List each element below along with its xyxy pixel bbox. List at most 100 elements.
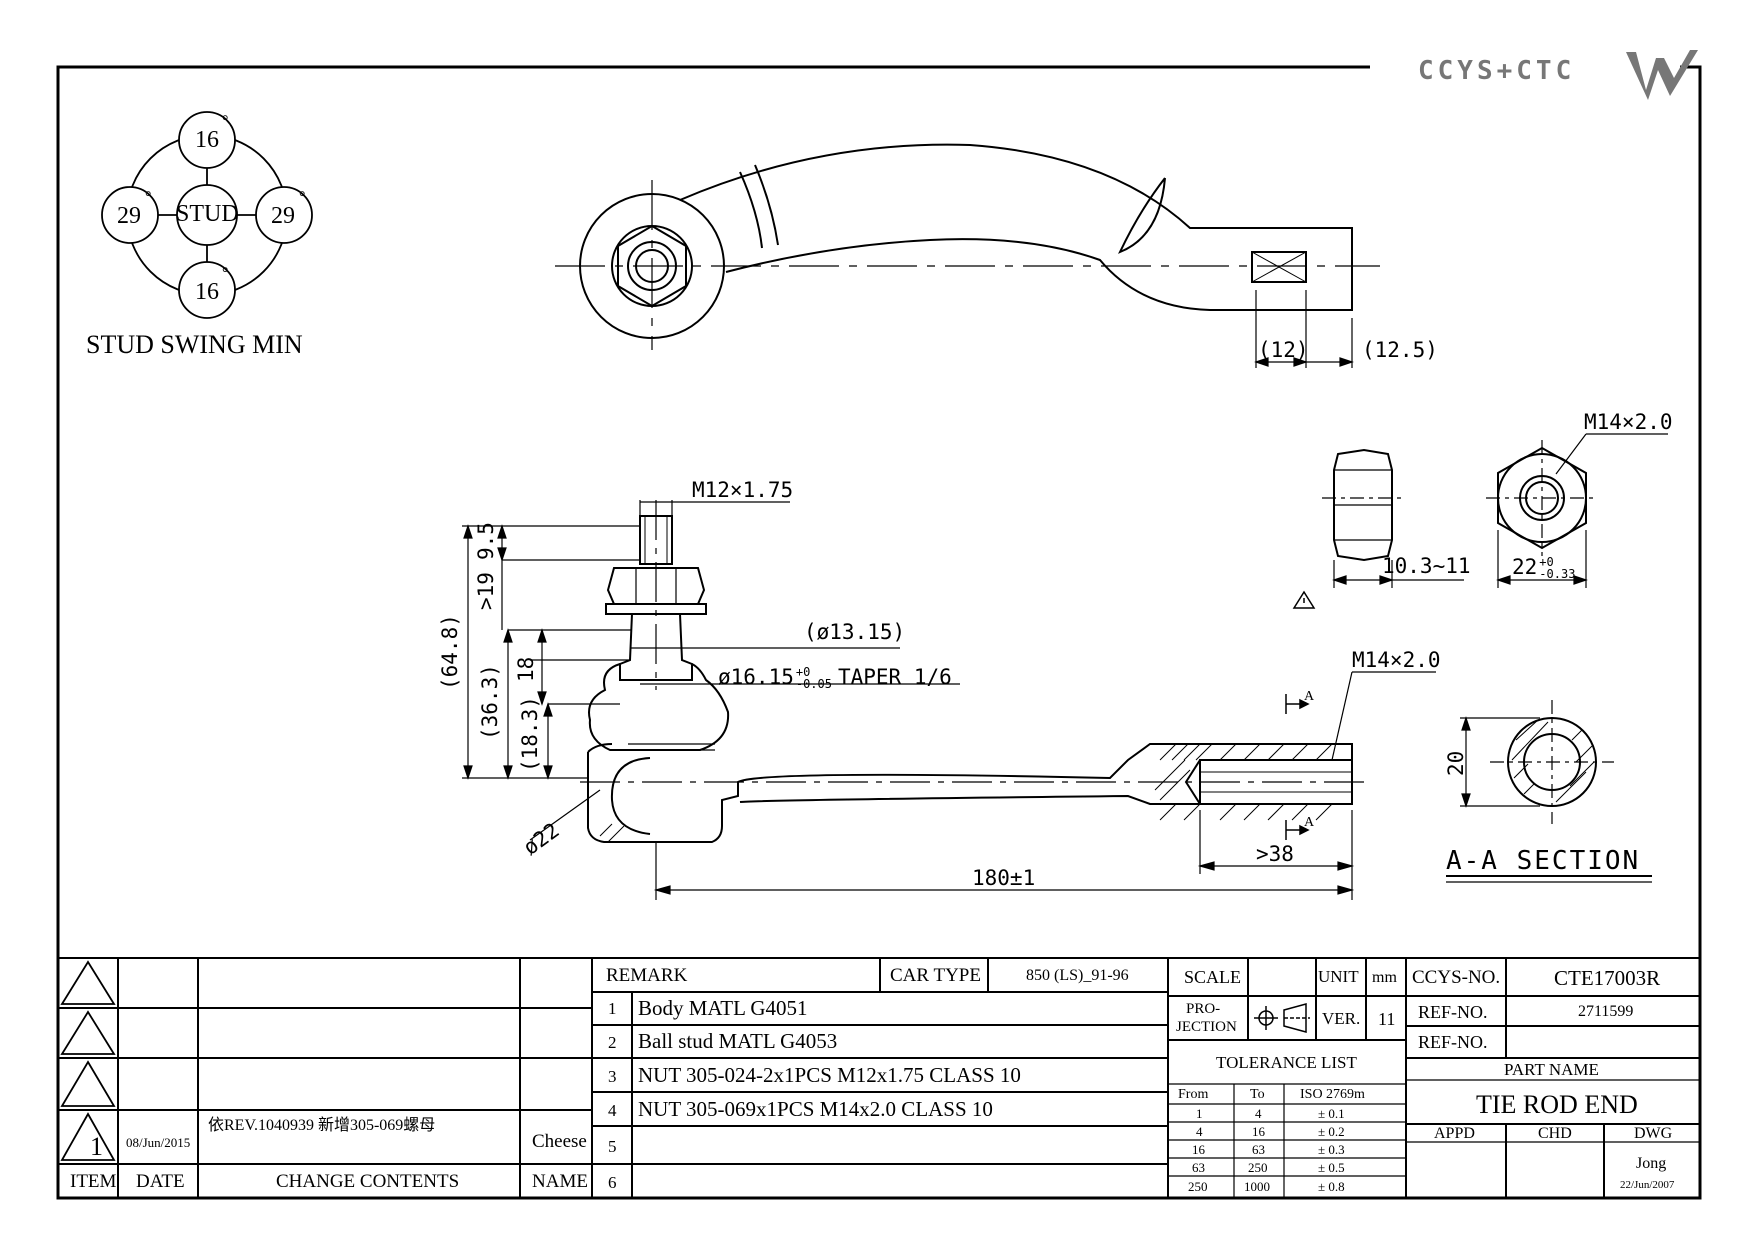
swing-bottom-degree: ° — [222, 265, 229, 282]
top-view — [579, 143, 1353, 339]
dim-taper-value: ø16.15 — [718, 665, 794, 689]
tol-from-4: 63 — [1192, 1160, 1205, 1175]
remark-no-2: 2 — [608, 1033, 617, 1052]
ccys-no-label: CCYS-NO. — [1412, 967, 1501, 988]
dim-slot-width: (12) — [1258, 338, 1309, 362]
dim-stud-9-5: 9.5 — [474, 522, 498, 560]
remark-no-1: 1 — [608, 999, 617, 1018]
side-view — [587, 515, 1353, 843]
dim-stud-thread: M12×1.75 — [692, 478, 794, 502]
tol-from-1: 1 — [1196, 1106, 1203, 1121]
appd-label: APPD — [1434, 1125, 1475, 1142]
unit-label: UNIT — [1318, 967, 1359, 986]
projection-label-1: PRO- — [1186, 1001, 1221, 1017]
swing-top-value: 16 — [195, 127, 219, 153]
tolerance-title: TOLERANCE LIST — [1216, 1053, 1357, 1072]
rev-header-item: ITEM — [70, 1171, 117, 1192]
sheet-border — [56, 65, 1702, 1200]
tol-header-iso: ISO 2769m — [1300, 1087, 1365, 1102]
chd-label: CHD — [1538, 1125, 1572, 1142]
remark-header: REMARK — [606, 965, 688, 986]
car-type-value: 850 (LS)_91-96 — [1026, 967, 1129, 984]
dim-stud-19: >19 — [474, 572, 498, 610]
dim-taper-tol-lower: -0.05 — [795, 677, 832, 691]
rev-name-1: Cheese — [532, 1131, 587, 1152]
swing-bottom-value: 16 — [195, 279, 219, 305]
dim-thread-end: M14×2.0 — [1352, 648, 1441, 672]
remark-text-1: Body MATL G4051 — [638, 996, 808, 1020]
revision-triangle-icons — [60, 960, 116, 1161]
dim-nut-width-value: 22 — [1512, 555, 1538, 579]
dim-taper-tol-upper: +0 — [795, 665, 811, 679]
remark-no-5: 5 — [608, 1137, 617, 1156]
dwg-date: 22/Jun/2007 — [1620, 1179, 1675, 1191]
stud-swing-diagram — [101, 111, 313, 319]
ref-no-label-1: REF-NO. — [1418, 1002, 1488, 1022]
swing-center-label: STUD — [176, 201, 239, 227]
dim-height-18-3: (18.3) — [518, 696, 542, 772]
ver-value: 11 — [1378, 1009, 1396, 1029]
side-view-hatching — [599, 743, 1333, 843]
swing-right-degree: ° — [299, 189, 306, 206]
part-name-label: PART NAME — [1504, 1060, 1599, 1079]
remark-no-4: 4 — [608, 1101, 617, 1120]
remark-text-3: NUT 305-024-2x1PCS M12x1.75 CLASS 10 — [638, 1063, 1021, 1087]
projection-symbol-icon — [1254, 1003, 1310, 1033]
remark-no-3: 3 — [608, 1067, 617, 1086]
swing-left-degree: ° — [145, 189, 152, 206]
title-block-grid — [58, 957, 1700, 1198]
projection-label-2: JECTION — [1176, 1019, 1237, 1035]
section-mark-bottom: A — [1304, 815, 1315, 830]
section-title: A-A SECTION — [1446, 846, 1641, 876]
slot-dimension-lines — [1254, 290, 1354, 368]
brand-logo-icon — [1626, 50, 1698, 100]
scale-label: SCALE — [1184, 967, 1242, 987]
remark-text-4: NUT 305-069x1PCS M14x2.0 CLASS 10 — [638, 1097, 993, 1121]
section-mark-top: A — [1304, 689, 1315, 704]
tol-to-3: 63 — [1252, 1142, 1265, 1157]
dim-stud-dia: (ø13.15) — [804, 620, 906, 644]
swing-top-degree: ° — [222, 113, 229, 130]
dim-taper-dia: ø16.15+0-0.05 TAPER 1/6 — [718, 666, 952, 690]
ref-no-label-2: REF-NO. — [1418, 1032, 1488, 1052]
section-view-hatching — [1511, 719, 1595, 803]
dim-taper-text: TAPER 1/6 — [837, 665, 952, 689]
swing-left-value: 29 — [117, 203, 141, 229]
rev-header-name: NAME — [532, 1171, 588, 1192]
unit-value: mm — [1372, 969, 1397, 986]
tol-to-1: 4 — [1255, 1106, 1262, 1121]
tol-from-5: 250 — [1188, 1179, 1208, 1194]
swing-right-value: 29 — [271, 203, 295, 229]
nut-dimension-lines — [1332, 433, 1668, 588]
tol-to-5: 1000 — [1244, 1179, 1270, 1194]
side-view-dimension-lines — [462, 500, 1436, 900]
dim-overall-height: (64.8) — [438, 614, 462, 690]
part-name: TIE ROD END — [1476, 1090, 1638, 1119]
brand-logo-text: CCYS+CTC — [1418, 56, 1576, 86]
tol-from-2: 4 — [1196, 1124, 1203, 1139]
dim-nut-thread: M14×2.0 — [1584, 410, 1673, 434]
nut-side-view — [1333, 448, 1393, 562]
dwg-name: Jong — [1636, 1155, 1667, 1172]
stud-swing-title: STUD SWING MIN — [86, 330, 303, 359]
dim-slot-offset: (12.5) — [1362, 338, 1438, 362]
section-centerlines — [1490, 700, 1614, 824]
rev-item-1: 1 — [90, 1132, 103, 1161]
tol-val-3: ± 0.3 — [1318, 1142, 1345, 1157]
remark-text-2: Ball stud MATL G4053 — [638, 1029, 838, 1053]
section-dimension-lines — [1446, 716, 1652, 883]
dim-thread-depth: >38 — [1256, 842, 1294, 866]
tol-val-1: ± 0.1 — [1318, 1106, 1345, 1121]
car-type-label: CAR TYPE — [890, 965, 981, 986]
tol-from-3: 16 — [1192, 1142, 1205, 1157]
tol-header-to: To — [1250, 1087, 1265, 1102]
rev-contents-1: 依REV.1040939 新增305-069螺母 — [208, 1117, 436, 1134]
dwg-label: DWG — [1634, 1125, 1673, 1142]
rev-header-date: DATE — [136, 1171, 185, 1192]
revision-warning-icon — [1292, 590, 1316, 609]
dim-overall-length: 180±1 — [972, 866, 1036, 890]
tol-to-2: 16 — [1252, 1124, 1265, 1139]
dim-nut-width: 22+0-0.33 — [1512, 556, 1575, 580]
tol-to-4: 250 — [1248, 1160, 1268, 1175]
